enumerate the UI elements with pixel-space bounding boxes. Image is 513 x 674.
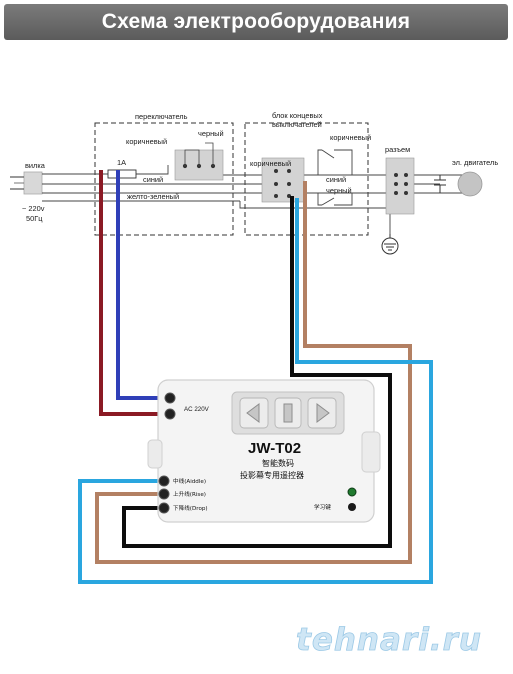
switch-box — [94, 122, 234, 236]
drop-terminal — [158, 502, 170, 514]
black-limit-label: черный — [326, 186, 352, 195]
limit-switch-contacts-icon — [310, 149, 360, 206]
title-banner: Схема электрооборудования — [4, 4, 508, 40]
drop-label: 下降线(Drop) — [173, 504, 208, 512]
frequency-label: 50Гц — [26, 214, 43, 223]
middle-label: 中线(Aiddle) — [173, 477, 206, 485]
stop-icon — [283, 403, 293, 423]
motor-icon — [457, 171, 483, 197]
switch-label: переключатель — [135, 112, 188, 121]
control-wires — [78, 170, 433, 584]
module-model: JW-T02 — [248, 440, 301, 457]
wire-brown — [95, 181, 412, 564]
watermark: tehnari.ru — [296, 622, 482, 658]
ground-icon — [381, 234, 399, 255]
left-arrow-icon — [246, 403, 260, 423]
wire-blue — [116, 170, 170, 400]
right-arrow-icon — [316, 403, 330, 423]
limit-block-label-1: блок концевых — [272, 111, 323, 120]
connector-label: разъем — [385, 145, 410, 154]
switch-icon — [174, 142, 224, 181]
learn-led — [347, 487, 357, 497]
brown-limit-in-label: коричневый — [250, 159, 291, 168]
ac-terminal-1 — [164, 392, 176, 404]
plug-label: вилка — [25, 161, 46, 170]
page-title: Схема электрооборудования — [101, 10, 411, 33]
blue-limit-label: синий — [326, 175, 346, 184]
rise-terminal — [158, 488, 170, 500]
fuse-icon — [107, 169, 137, 179]
brown-switch-label: коричневый — [126, 137, 167, 146]
remote-control-module: JW-T02 智能数码 投影幕专用遥控器 AC 220V 中线(Aiddle) … — [147, 379, 381, 523]
module-title-cn-1: 智能数码 — [262, 458, 294, 468]
connector-icon — [385, 157, 415, 215]
learn-button[interactable] — [348, 503, 356, 511]
ac-label: AC 220V — [184, 406, 210, 413]
wire-cyan — [78, 198, 433, 584]
rise-label: 上升线(Rise) — [173, 490, 206, 498]
middle-terminal — [158, 475, 170, 487]
motor-label: эл. двигатель — [452, 158, 498, 167]
yellow-green-label: желто-зеленый — [127, 192, 179, 201]
capacitor-icon — [434, 175, 446, 193]
plug-icon — [10, 171, 43, 195]
voltage-label: ~ 220v — [22, 204, 45, 213]
wire-red — [99, 170, 170, 416]
learn-key-label: 学习键 — [314, 503, 331, 511]
module-title-cn-2: 投影幕专用遥控器 — [240, 470, 304, 480]
wire-black — [122, 196, 392, 548]
brown-limit-top-label: коричневый — [330, 133, 371, 142]
limit-block-label-2: выключателей — [272, 120, 322, 129]
ac-terminal-2 — [164, 408, 176, 420]
black-switch-label: черный — [198, 129, 224, 138]
fuse-label: 1А — [117, 158, 126, 167]
blue-line-label: синий — [143, 175, 163, 184]
limit-terminal-icon — [261, 157, 305, 203]
